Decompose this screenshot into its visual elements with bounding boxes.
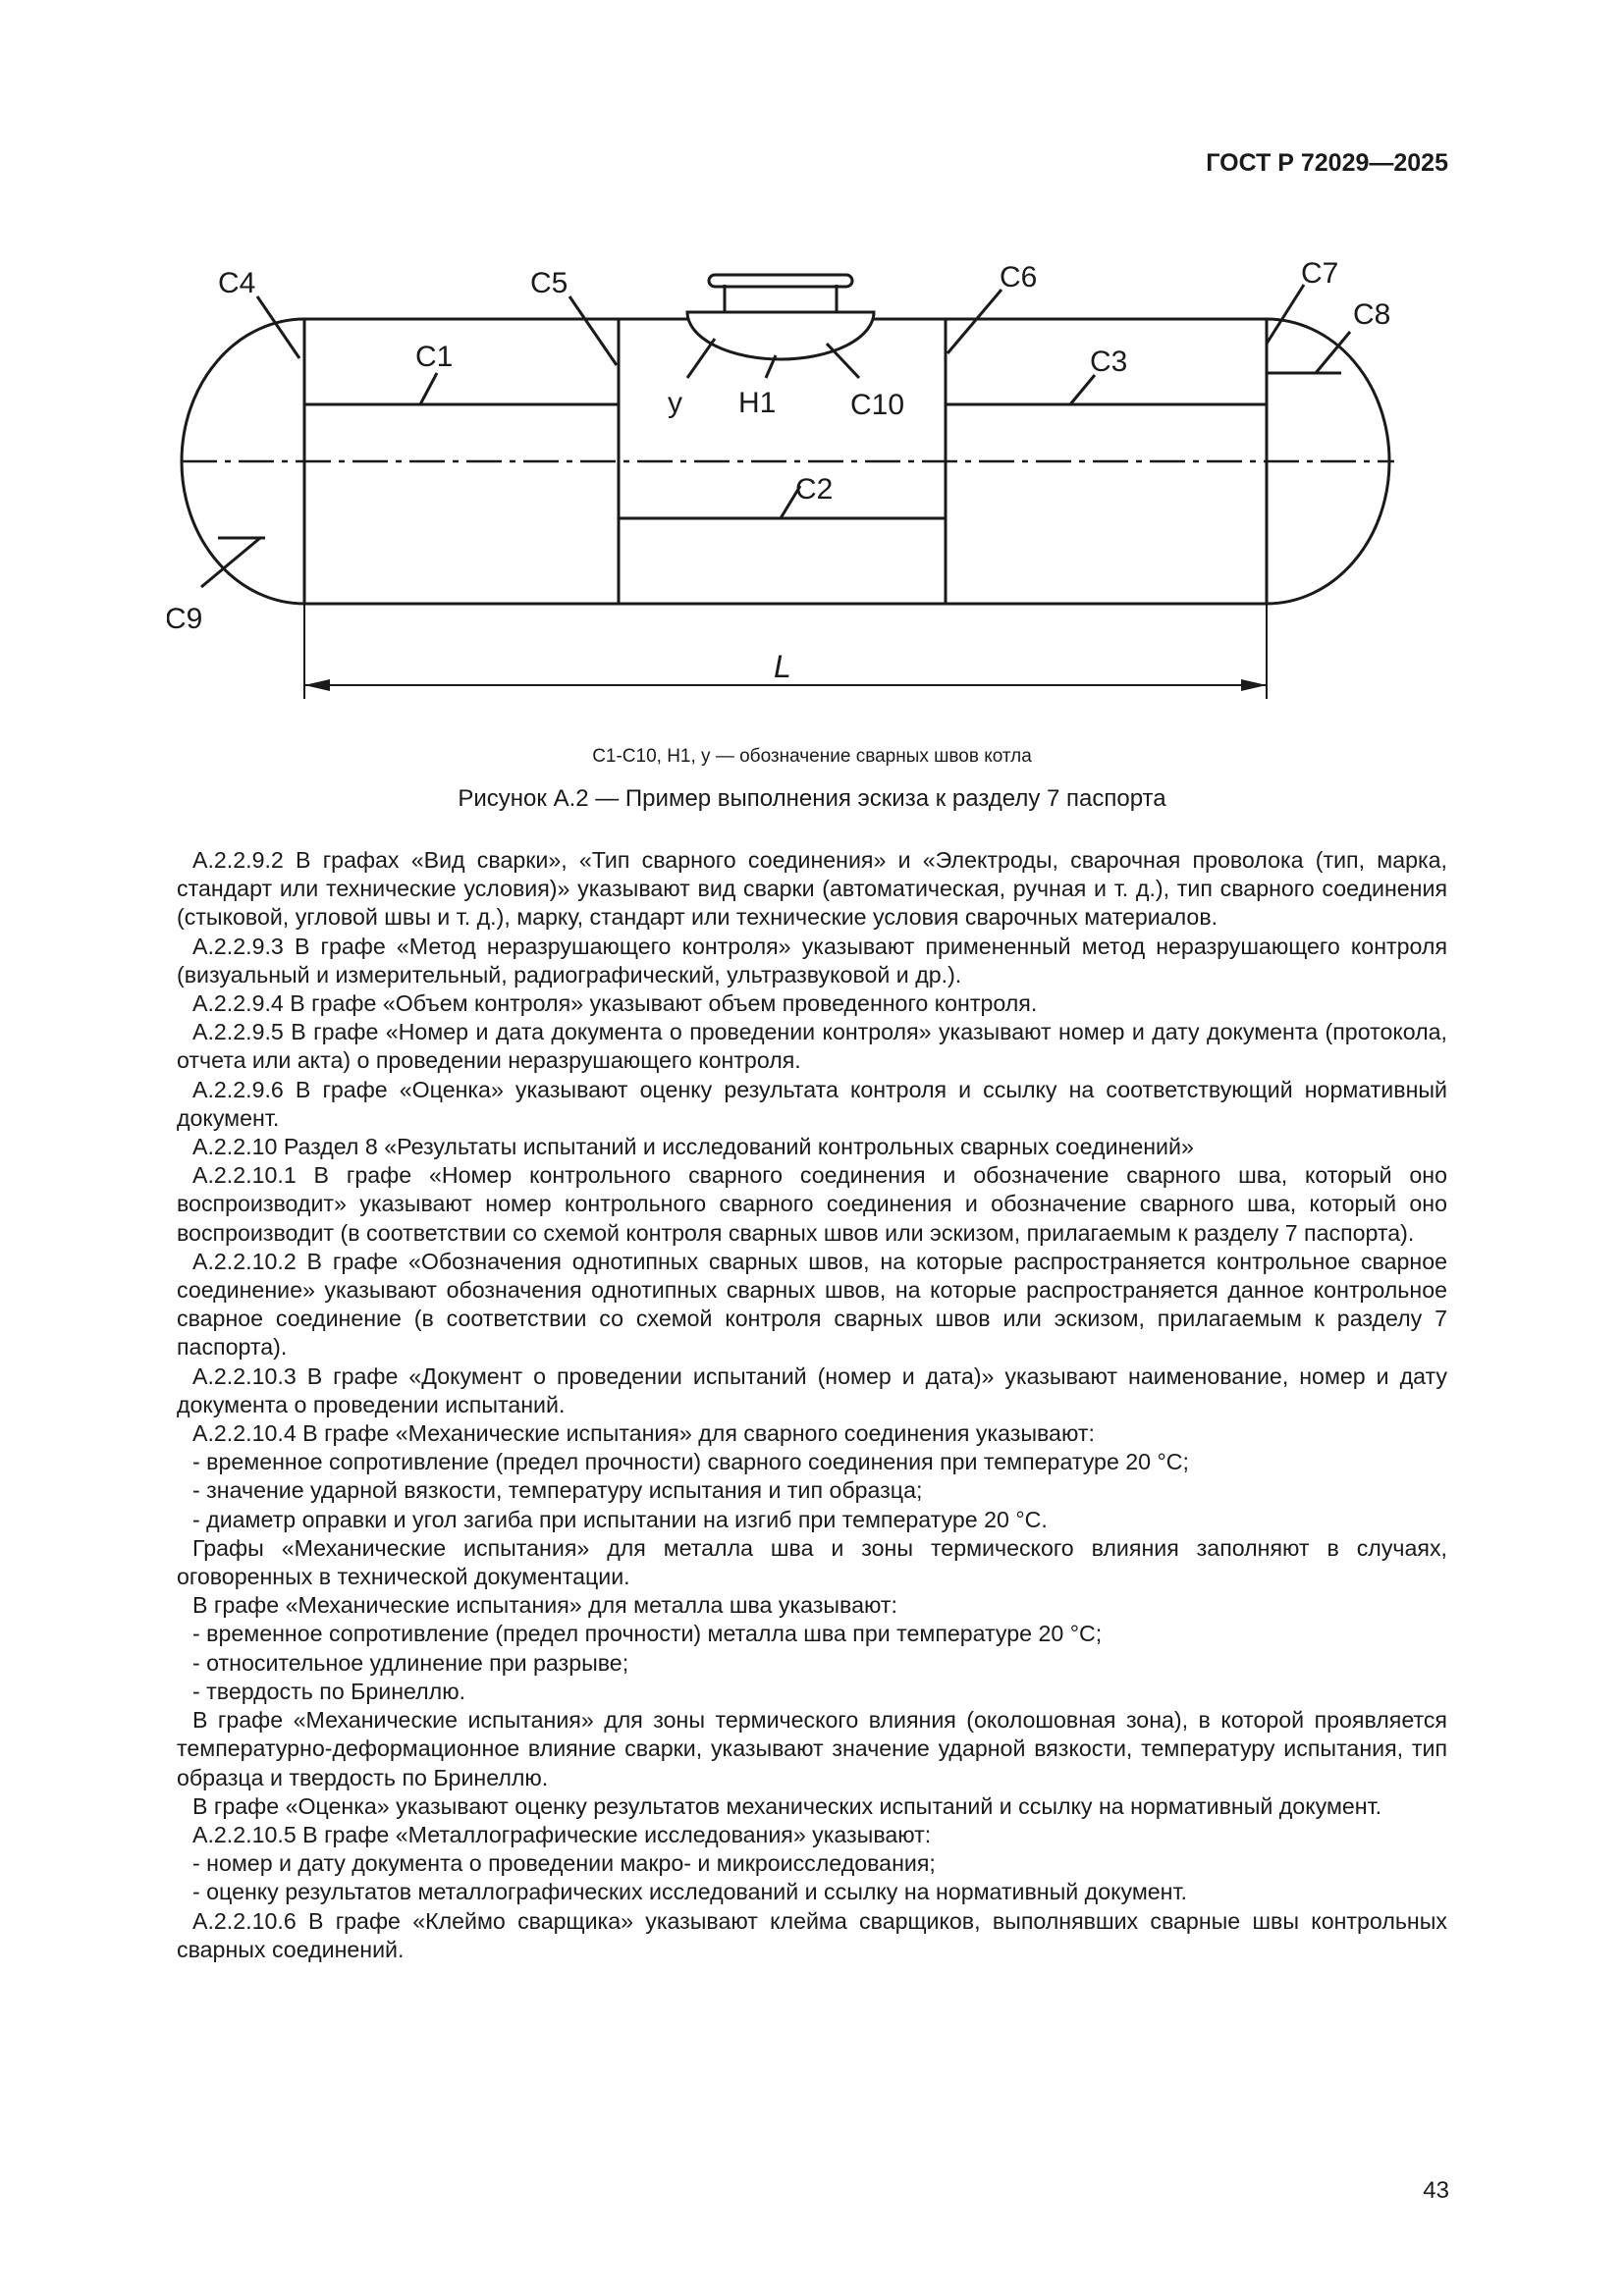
paragraph: В графе «Механические испытания» для мет… bbox=[192, 1592, 897, 1619]
paragraph: А.2.2.9.2 В графах «Вид сварки», «Тип св… bbox=[177, 847, 1447, 931]
label-c1: С1 bbox=[415, 341, 453, 373]
leader-c4 bbox=[255, 295, 301, 359]
dim-arrow-left bbox=[304, 679, 330, 691]
leader-h1 bbox=[764, 354, 778, 379]
list-item: - временное сопротивление (предел прочно… bbox=[192, 1449, 1189, 1475]
label-c10: С10 bbox=[850, 389, 904, 421]
list-item: - относительное удлинение при разрыве; bbox=[192, 1649, 629, 1676]
label-c9: С9 bbox=[167, 603, 202, 635]
label-c5: С5 bbox=[530, 267, 568, 299]
boiler-drawing: С4 С5 С6 С7 С8 С1 С3 С2 у Н1 С10 С9 L bbox=[165, 257, 1394, 699]
label-c7: С7 bbox=[1301, 257, 1338, 290]
nozzle-flange bbox=[707, 273, 854, 289]
list-item: - диаметр оправки и угол загиба при испы… bbox=[192, 1506, 1048, 1532]
label-c6: С6 bbox=[1000, 261, 1037, 294]
paragraph: А.2.2.10.3 В графе «Документ о проведени… bbox=[177, 1362, 1447, 1417]
list-item: - временное сопротивление (предел прочно… bbox=[192, 1621, 1103, 1647]
label-h1: Н1 bbox=[738, 387, 776, 419]
dome bbox=[685, 310, 876, 361]
body-text: А.2.2.9.2 В графах «Вид сварки», «Тип св… bbox=[177, 846, 1447, 1964]
paragraph: В графе «Механические испытания» для зон… bbox=[177, 1707, 1447, 1790]
list-item: - номер и дату документа о проведении ма… bbox=[192, 1850, 936, 1877]
label-y: у bbox=[668, 387, 682, 419]
label-c2: С2 bbox=[795, 473, 833, 506]
page-number: 43 bbox=[1423, 2177, 1449, 2204]
leader-c2 bbox=[779, 485, 802, 519]
paragraph: А.2.2.9.4 В графе «Объем контроля» указы… bbox=[192, 990, 1038, 1017]
leader-c5 bbox=[568, 295, 619, 366]
paragraph: А.2.2.10.1 В графе «Номер контрольного с… bbox=[177, 1162, 1447, 1246]
figure-legend: С1-С10, Н1, у — обозначение сварных швов… bbox=[592, 746, 1032, 767]
list-item: - твердость по Бринеллю. bbox=[192, 1678, 466, 1704]
paragraph: А.2.2.9.5 В графе «Номер и дата документ… bbox=[177, 1019, 1447, 1074]
paragraph: А.2.2.10.4 В графе «Механические испытан… bbox=[192, 1420, 1095, 1447]
figure-caption: Рисунок А.2 — Пример выполнения эскиза к… bbox=[458, 785, 1166, 812]
leader-c3 bbox=[1068, 374, 1097, 405]
list-item: - значение ударной вязкости, температуру… bbox=[192, 1477, 923, 1504]
label-c8: С8 bbox=[1353, 298, 1390, 331]
leader-c8 bbox=[1314, 331, 1352, 374]
leader-c9 bbox=[200, 536, 261, 589]
boiler-weld-sketch: С4 С5 С6 С7 С8 С1 С3 С2 у Н1 С10 С9 L bbox=[165, 250, 1414, 712]
dim-arrow-right bbox=[1241, 679, 1267, 691]
leader-y bbox=[685, 338, 717, 379]
label-c3: С3 bbox=[1090, 346, 1127, 378]
leader-c10 bbox=[825, 342, 861, 380]
label-length: L bbox=[774, 649, 791, 684]
paragraph: А.2.2.10.2 В графе «Обозначения однотипн… bbox=[177, 1248, 1447, 1361]
paragraph: В графе «Оценка» указывают оценку резуль… bbox=[192, 1792, 1382, 1819]
leader-c1 bbox=[418, 372, 439, 405]
list-item: - оценку результатов металлографических … bbox=[192, 1879, 1187, 1905]
paragraph: А.2.2.10.6 В графе «Клеймо сварщика» ука… bbox=[177, 1907, 1447, 1962]
leader-c6 bbox=[946, 289, 1003, 354]
paragraph: А.2.2.9.3 В графе «Метод неразрушающего … bbox=[177, 933, 1447, 988]
paragraph: А.2.2.10.5 В графе «Металлографические и… bbox=[192, 1821, 932, 1847]
label-c4: С4 bbox=[218, 267, 255, 299]
paragraph: Графы «Механические испытания» для метал… bbox=[177, 1534, 1447, 1590]
document-code: ГОСТ Р 72029—2025 bbox=[1206, 149, 1448, 177]
section-heading: А.2.2.10 Раздел 8 «Результаты испытаний … bbox=[192, 1134, 1194, 1160]
paragraph: А.2.2.9.6 В графе «Оценка» указывают оце… bbox=[177, 1076, 1447, 1131]
leader-c7 bbox=[1265, 284, 1306, 345]
